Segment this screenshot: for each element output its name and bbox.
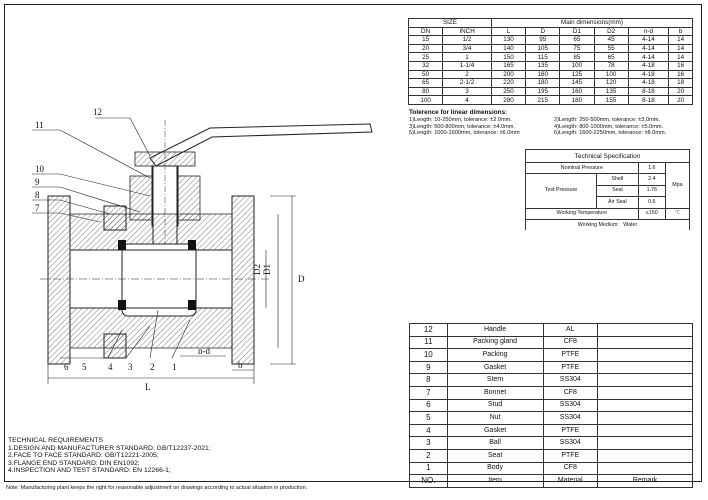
tolerance-title: Tolerence for linear dimensions: [409, 109, 508, 116]
technical-requirements: TECHNICAL REQUIREMENTS 1.DESIGN AND MANU… [8, 437, 211, 475]
drawing-frame [4, 4, 702, 482]
pressure-unit: Mpa [664, 162, 691, 209]
footer-note: Note: Manufacturing plant keeps the righ… [6, 485, 308, 491]
test-pressure-label: Test Pressure [524, 173, 598, 209]
dimension-D-label: D [298, 274, 305, 284]
part-label-8: 8 [35, 190, 40, 200]
dimension-b-label: b [238, 360, 243, 370]
dimension-L-label: L [145, 382, 151, 392]
dimension-D2-label: D2 [252, 264, 262, 275]
part-label-5: 5 [82, 362, 87, 372]
parts-header-row: NO. Item Material Remark [409, 474, 693, 488]
part-label-6: 6 [64, 362, 69, 372]
part-label-1: 1 [172, 362, 177, 372]
part-label-4: 4 [108, 362, 113, 372]
part-label-9: 9 [35, 177, 40, 187]
tolerance-block: Tolerence for linear dimensions: 1)Lengt… [409, 109, 699, 137]
dimension-D1-label: D1 [262, 264, 272, 275]
part-label-3: 3 [128, 362, 133, 372]
part-label-12: 12 [93, 107, 102, 117]
technical-specification-table: Technical Specification Nominal Pressure… [524, 149, 691, 231]
requirements-title: TECHNICAL REQUIREMENTS [8, 437, 103, 444]
tech-spec-title: Technical Specification [525, 149, 690, 163]
size-header: SIZE [408, 18, 492, 28]
part-label-7: 7 [35, 203, 40, 213]
part-label-10: 10 [35, 164, 45, 174]
dimension-nd-label: n-d [198, 346, 210, 356]
part-label-2: 2 [150, 362, 155, 372]
part-label-11: 11 [35, 120, 44, 130]
main-dimensions-header: Main dimensions(mm) [490, 18, 694, 28]
